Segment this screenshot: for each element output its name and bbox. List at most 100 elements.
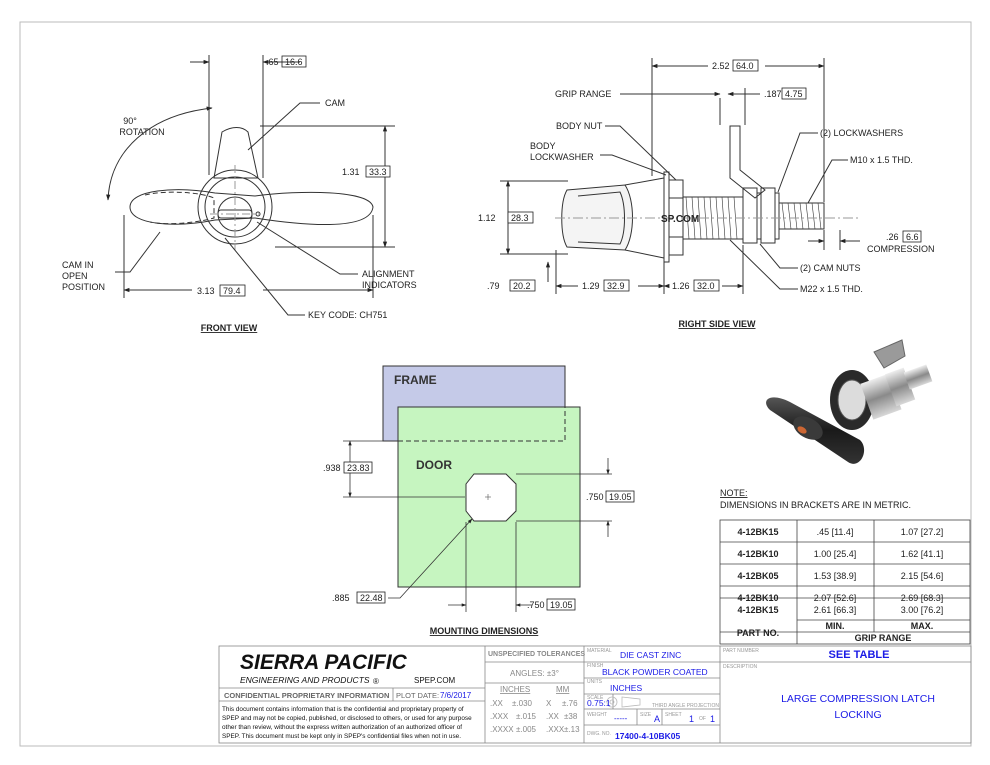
svg-text:19.05: 19.05: [550, 600, 573, 610]
mounting-labels: FRAME DOOR .938 23.83 .750 19.05 .885 22…: [323, 373, 635, 636]
side-cam-nut-2: [760, 187, 776, 244]
leader-hole: [388, 518, 473, 599]
confidential-label: CONFIDENTIAL PROPRIETARY INFORMATION: [224, 691, 389, 700]
sheet-value: 1: [689, 714, 694, 724]
size-value: A: [654, 714, 660, 724]
svg-text:23.83: 23.83: [347, 463, 370, 473]
svg-text:.XX: .XX: [490, 699, 504, 708]
side-m22: M22 x 1.5 THD.: [800, 284, 863, 294]
leader-lockwashers: [777, 132, 818, 193]
svg-text:±.005: ±.005: [516, 725, 537, 734]
side-body-lockwasher-2: LOCKWASHER: [530, 152, 594, 162]
front-rotation-arc: [106, 106, 213, 201]
svg-text:±.015: ±.015: [516, 712, 537, 721]
front-cam-open-2: OPEN: [62, 271, 88, 281]
svg-text:4.75: 4.75: [785, 89, 803, 99]
svg-text:DESCRIPTION: DESCRIPTION: [723, 664, 758, 670]
mounting-title: MOUNTING DIMENSIONS: [430, 626, 539, 636]
front-view-labels: .65 16.6 90° ROTATION CAM 1.31 33.3 CAM …: [62, 55, 417, 333]
svg-text:WEIGHT: WEIGHT: [587, 712, 607, 718]
svg-text:28.3: 28.3: [511, 213, 529, 223]
side-dia-body: 1.12: [478, 213, 496, 223]
description-2: LOCKING: [834, 709, 881, 721]
leader-alignment: [256, 221, 358, 275]
mount-dim-hole: .750: [586, 492, 604, 502]
svg-text:THIRD ANGLE PROJECTION: THIRD ANGLE PROJECTION: [652, 703, 719, 709]
side-lockwashers: (2) LOCKWASHERS: [820, 128, 903, 138]
leader-body-nut: [605, 125, 677, 181]
scale-value: 0.75:1: [587, 698, 611, 708]
side-marking: SP.COM: [661, 214, 699, 225]
side-dim-cam: .187: [764, 89, 782, 99]
company-name: SIERRA PACIFIC: [240, 651, 408, 674]
side-cam-nuts: (2) CAM NUTS: [800, 263, 861, 273]
side-body-lockwasher-1: BODY: [530, 141, 556, 151]
description-1: LARGE COMPRESSION LATCH: [781, 693, 935, 705]
side-stud: [778, 202, 825, 230]
svg-text:SIZE: SIZE: [640, 712, 652, 718]
grip-head-part: PART NO.: [737, 628, 779, 638]
side-dim-b: 1.26: [672, 281, 690, 291]
svg-text:DWG. NO.: DWG. NO.: [587, 731, 611, 737]
svg-text:33.3: 33.3: [369, 167, 387, 177]
front-alignment-1: ALIGNMENT: [362, 269, 415, 279]
svg-text:79.4: 79.4: [223, 286, 241, 296]
svg-text:±.030: ±.030: [512, 699, 533, 708]
company-sub: ENGINEERING AND PRODUCTS: [240, 675, 370, 685]
svg-text:±.76: ±.76: [562, 699, 578, 708]
front-dim-height: 1.31: [342, 167, 360, 177]
svg-text:X: X: [546, 699, 552, 708]
door-label: DOOR: [416, 458, 452, 472]
front-cam-open-3: POSITION: [62, 282, 105, 292]
side-cam-nut-1: [742, 187, 758, 244]
leader-m10: [807, 159, 848, 204]
mounting-hole: [465, 473, 517, 522]
grip-row-part: 4-12BK15: [737, 605, 778, 615]
side-dim-comp: .26: [886, 232, 899, 242]
tol-mm: MM: [556, 685, 570, 694]
front-rotation-1: 90°: [123, 116, 137, 126]
side-dia-small: .79: [487, 281, 500, 291]
registered-mark: ®: [373, 677, 379, 686]
svg-text:20.2: 20.2: [513, 281, 531, 291]
grip-row-min: 2.61 [66.3]: [814, 605, 857, 615]
svg-text:SCALE: SCALE: [587, 695, 604, 701]
svg-text:32.0: 32.0: [697, 281, 715, 291]
grip-row-max: 2.69 [68.3]: [901, 593, 944, 603]
disclaimer-1: This document contains information that …: [222, 706, 464, 713]
front-view-title: FRONT VIEW: [201, 323, 258, 333]
front-dim-width: .65: [266, 57, 279, 67]
front-cam-label: CAM: [325, 98, 345, 108]
side-view-title: RIGHT SIDE VIEW: [678, 319, 756, 329]
of-value: 1: [710, 714, 715, 724]
side-m10: M10 x 1.5 THD.: [850, 155, 913, 165]
latch-iso-picture: [766, 339, 933, 464]
title-block: [218, 645, 972, 744]
leader-m22: [729, 239, 798, 290]
svg-text:SHEET: SHEET: [665, 712, 682, 718]
front-cam-open-1: CAM IN: [62, 260, 94, 270]
grip-row-part: 4-12BK15: [737, 527, 778, 537]
disclaimer-3: other than review, without the express w…: [222, 724, 462, 731]
grip-row-min: .45 [11.4]: [817, 527, 854, 537]
svg-text:OF: OF: [699, 716, 706, 722]
company-website: SPEP.COM: [414, 676, 456, 685]
grip-row-min: 1.53 [38.9]: [814, 571, 857, 581]
side-grip-range: GRIP RANGE: [555, 89, 611, 99]
material-value: DIE CAST ZINC: [620, 650, 681, 660]
leader-key: [224, 237, 305, 316]
grip-row-part: 4-12BK10: [737, 593, 778, 603]
svg-text:±.13: ±.13: [564, 725, 580, 734]
mount-dim-bottom: .750: [527, 600, 545, 610]
svg-text:.XXXX: .XXXX: [490, 725, 514, 734]
weight-value: -----: [614, 714, 628, 723]
side-cam-arm: [729, 125, 766, 199]
plot-date: 7/6/2017: [440, 691, 472, 700]
svg-text:32.9: 32.9: [607, 281, 625, 291]
tol-inches: INCHES: [500, 685, 530, 694]
grip-head-min: MIN.: [826, 621, 845, 631]
dwg-number: 17400-4-10BK05: [615, 731, 680, 741]
note-heading: NOTE:: [720, 488, 748, 498]
note-text: DIMENSIONS IN BRACKETS ARE IN METRIC.: [720, 500, 911, 510]
